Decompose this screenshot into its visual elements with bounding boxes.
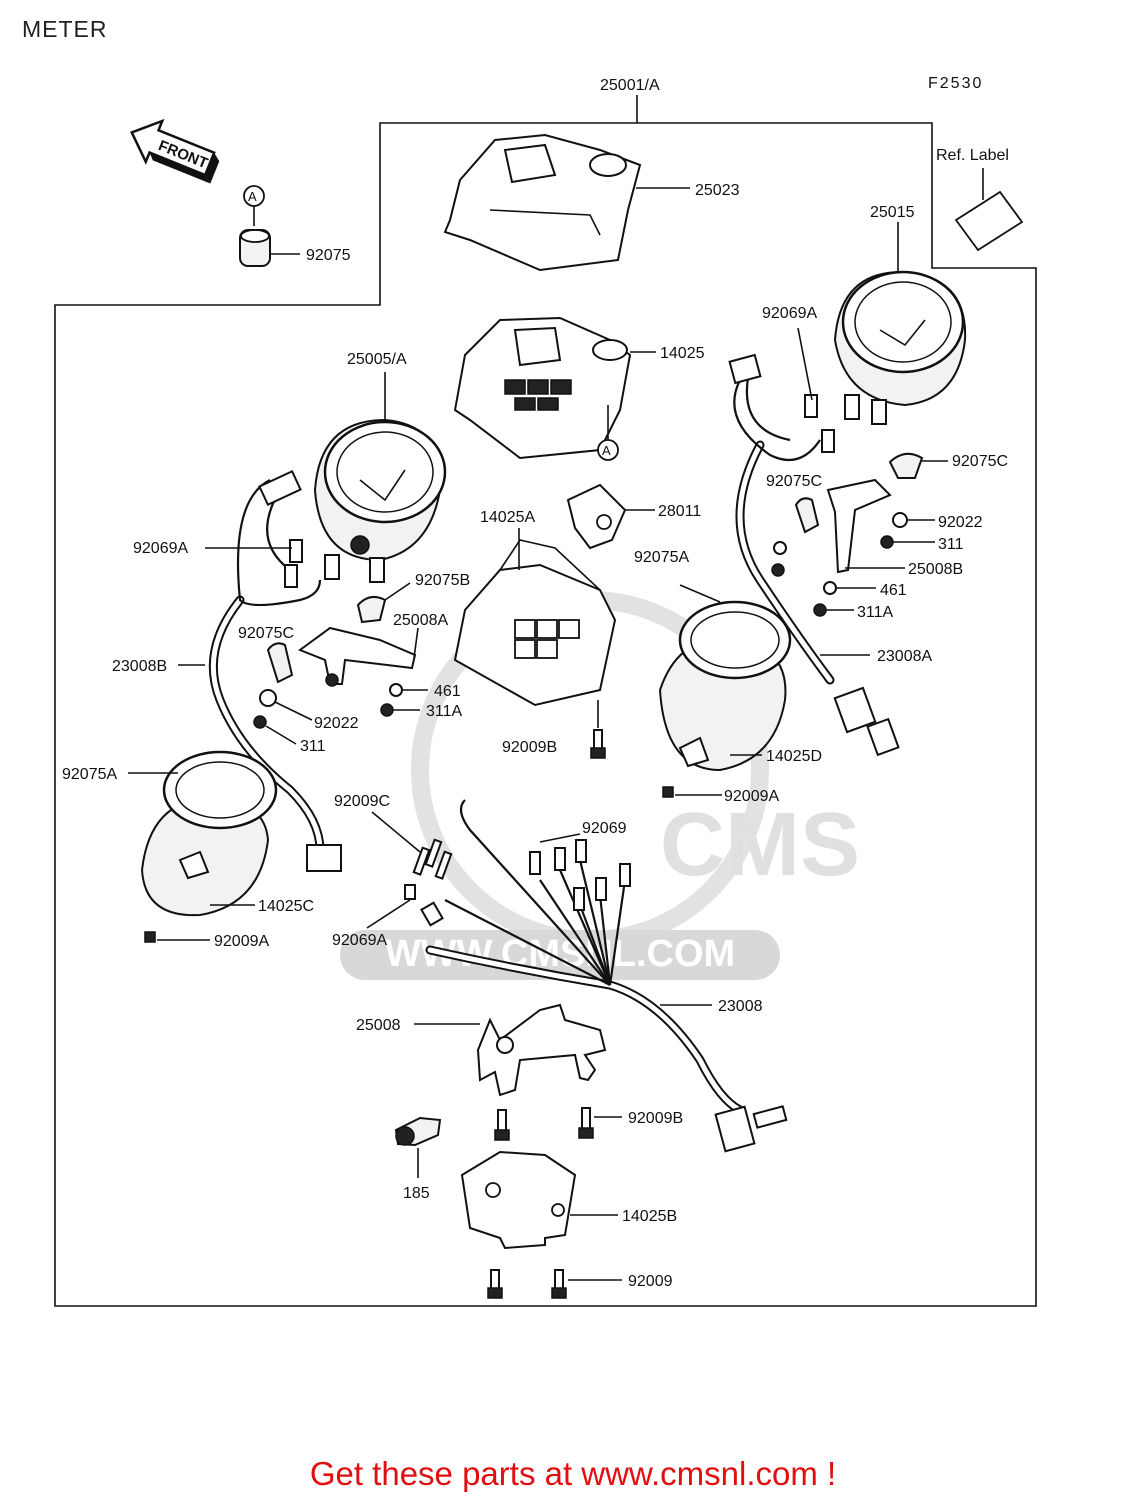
label-ref-label: Ref. Label	[936, 147, 1009, 164]
label-92069A-left: 92069A	[133, 540, 188, 557]
label-92075A-left: 92075A	[62, 766, 117, 783]
label-461-right: 461	[880, 582, 907, 599]
label-311-right: 311	[938, 536, 964, 553]
label-92009A-left: 92009A	[214, 933, 269, 950]
meter-cover-25023	[443, 133, 690, 272]
screws-92009B-bottom	[494, 1107, 622, 1141]
label-92009: 92009	[628, 1273, 673, 1290]
label-14025D: 14025D	[766, 748, 822, 765]
cover-14025B	[460, 1150, 618, 1250]
label-461-left: 461	[434, 683, 461, 700]
label-92075C-right: 92075C	[952, 453, 1008, 470]
main-harness-23008	[420, 799, 788, 1153]
label-185: 185	[403, 1185, 430, 1202]
figure-code: F2530	[928, 75, 983, 92]
label-25008A: 25008A	[393, 612, 448, 629]
watermark-brand: CMS	[660, 795, 860, 895]
part-labels: 25001/A 25023 Ref. Label 25015 92075 920…	[62, 77, 1009, 1290]
cap-92075: A	[239, 185, 300, 267]
screws-92009C	[371, 811, 453, 880]
housing-14025A	[453, 528, 617, 707]
label-25005A: 25005/A	[347, 351, 407, 368]
label-23008: 23008	[718, 998, 763, 1015]
label-311A-left: 311A	[426, 703, 463, 720]
label-14025A: 14025A	[480, 509, 535, 526]
label-92009B-center: 92009B	[502, 739, 557, 756]
footer-link-text[interactable]: Get these parts at www.cmsnl.com !	[309, 1455, 837, 1492]
page-title: METER	[22, 16, 108, 42]
label-311A-right: 311A	[857, 604, 894, 621]
bolt-185	[394, 1116, 442, 1178]
screws-92009	[487, 1269, 622, 1299]
wiring-23008A	[728, 327, 900, 757]
label-92069A-right: 92069A	[762, 305, 817, 322]
label-92069: 92069	[582, 820, 627, 837]
label-23008B: 23008B	[112, 658, 167, 675]
connector-92069A-bottom	[366, 884, 416, 929]
label-14025B: 14025B	[622, 1208, 677, 1225]
bezel-14025C	[128, 750, 278, 943]
label-14025C: 14025C	[258, 898, 314, 915]
label-311-left: 311	[300, 738, 326, 755]
bracket-25008	[414, 1003, 607, 1097]
label-25001A: 25001/A	[600, 77, 660, 94]
label-92009B-bottom: 92009B	[628, 1110, 683, 1127]
label-25023: 25023	[695, 182, 740, 199]
meter-panel-14025: A	[453, 316, 656, 461]
wiring-23008B	[178, 470, 342, 872]
label-92075C-right2: 92075C	[766, 473, 822, 490]
gauge-25005A	[313, 372, 447, 583]
gauge-25015	[833, 222, 967, 425]
label-92009C: 92009C	[334, 793, 390, 810]
label-25015: 25015	[870, 204, 915, 221]
front-arrow: FRONT	[130, 118, 220, 184]
screw-92009B-center	[590, 700, 606, 759]
bezel-14025D	[658, 584, 792, 798]
label-23008A: 23008A	[877, 648, 932, 665]
ref-marker-a2: A	[602, 443, 611, 458]
ref-label-part	[954, 190, 1024, 252]
label-92022-left: 92022	[314, 715, 359, 732]
label-25008B: 25008B	[908, 561, 963, 578]
label-92075C-left: 92075C	[238, 625, 294, 642]
label-92075: 92075	[306, 247, 351, 264]
label-92022-right: 92022	[938, 514, 983, 531]
right-bracket-parts	[771, 452, 948, 617]
assembly-boundary	[54, 122, 1037, 1307]
ref-marker-a1: A	[248, 189, 257, 204]
label-25008: 25008	[356, 1017, 401, 1034]
part-28011	[566, 483, 655, 550]
label-14025: 14025	[660, 345, 705, 362]
label-92075B: 92075B	[415, 572, 470, 589]
label-92069A-bottom: 92069A	[332, 932, 387, 949]
left-bracket-parts	[253, 582, 428, 745]
label-92075A-center: 92075A	[634, 549, 689, 566]
label-92009A-right: 92009A	[724, 788, 779, 805]
label-28011: 28011	[658, 503, 701, 520]
